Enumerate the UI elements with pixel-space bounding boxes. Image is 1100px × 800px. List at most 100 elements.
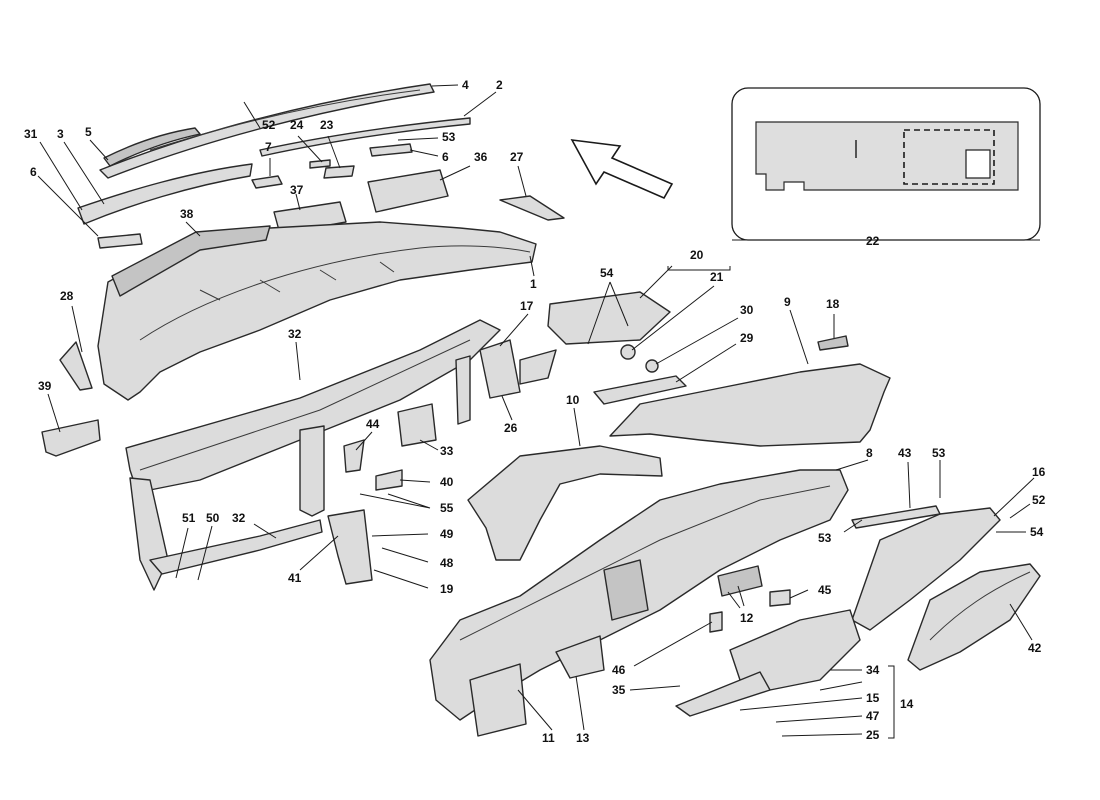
callout-39: 39 [38,379,52,393]
cover-part-20 [547,291,671,345]
speaker-cover-part-23 [323,165,355,179]
callout-44: 44 [366,417,380,431]
callout-19: 19 [440,582,454,596]
callout-17: 17 [520,299,534,313]
bracket-part-11 [469,663,527,737]
panel-part-16 [851,507,1001,631]
callout-45: 45 [818,583,832,597]
callout-41: 41 [288,571,302,585]
bracket-part-41-19 [327,509,373,585]
callout-52-right: 52 [1032,493,1046,507]
callout-53-lower: 53 [818,531,832,545]
callout-16: 16 [1032,465,1046,479]
bracket-part-17 [479,339,557,399]
speaker-part-24 [309,159,331,169]
callout-7: 7 [265,140,272,154]
pad-part-9 [609,363,891,447]
callout-53-top: 53 [442,130,456,144]
callout-14: 14 [900,697,914,711]
callout-33: 33 [440,444,454,458]
callout-11: 11 [542,731,555,745]
dashboard-upper-panel-part-1 [97,221,537,401]
callout-36: 36 [474,150,488,164]
callout-8: 8 [866,446,873,460]
callout-54-right: 54 [1030,525,1044,539]
callout-20: 20 [690,248,704,262]
bracket-part-6-right [369,143,413,157]
callout-35: 35 [612,683,626,697]
bracket-part-39 [41,419,101,457]
bracket-part-35 [675,671,771,717]
clip-part-46 [709,611,723,633]
callout-55: 55 [440,501,454,515]
callout-47: 47 [866,709,880,723]
side-cover-part-28 [59,341,93,391]
callout-37: 37 [290,183,304,197]
vent-part-29 [593,375,687,405]
callout-22: 22 [866,234,880,248]
callout-2: 2 [496,78,503,92]
knob-part-21 [620,344,636,360]
callout-50: 50 [206,511,220,525]
leader-lines [37,84,1040,739]
bracket-part-6-left [97,233,143,249]
lid-part-42 [907,563,1041,671]
callout-6-left: 6 [30,165,37,179]
callout-38: 38 [180,207,194,221]
callout-42: 42 [1028,641,1042,655]
callout-32-top: 32 [288,327,302,341]
callout-26: 26 [504,421,518,435]
callout-49: 49 [440,527,454,541]
callout-labels: 4 2 31 3 5 6 52 24 23 7 53 6 36 27 37 38… [24,78,1046,745]
callout-23: 23 [320,118,334,132]
cover-part-10 [467,445,663,561]
defroster-strip-part-4 [99,83,435,179]
callout-6-right: 6 [442,150,449,164]
callout-18: 18 [826,297,840,311]
bracket-part-33 [397,403,437,447]
cross-beam-frame [125,319,501,591]
clip-part-7 [251,175,283,189]
callout-5: 5 [85,125,92,139]
bracket-part-27 [499,195,565,221]
inset-part-22 [731,87,1041,241]
callout-53-right: 53 [932,446,946,460]
callout-32-bottom: 32 [232,511,246,525]
callout-29: 29 [740,331,754,345]
callout-24: 24 [290,118,304,132]
duct-part-13 [555,635,605,679]
callout-12: 12 [740,611,754,625]
callout-52-top: 52 [262,118,276,132]
callout-30: 30 [740,303,754,317]
clip-part-40 [375,469,403,491]
vent-grille-part-5 [103,127,201,167]
callout-1: 1 [530,277,537,291]
callout-4: 4 [462,78,469,92]
callout-46: 46 [612,663,626,677]
callout-54-mid: 54 [600,266,614,280]
callout-15: 15 [866,691,880,705]
callout-48: 48 [440,556,454,570]
callout-43: 43 [898,446,912,460]
callout-40: 40 [440,475,454,489]
callout-3: 3 [57,127,64,141]
direction-arrow [570,139,674,200]
callout-34: 34 [866,663,880,677]
callout-10: 10 [566,393,580,407]
cover-part-37 [273,201,347,235]
bracket-part-44 [343,439,365,473]
callout-27: 27 [510,150,524,164]
panel-strip-part-3-31 [77,163,253,225]
callout-51: 51 [182,511,196,525]
callout-25: 25 [866,728,880,742]
duct-part-36 [367,169,449,213]
knob-part-30 [645,359,659,373]
callout-28: 28 [60,289,74,303]
callout-21: 21 [710,270,724,284]
clip-part-45 [769,589,791,607]
clip-part-18 [817,335,849,351]
callout-31: 31 [24,127,38,141]
trim-strip-part-2 [259,117,471,157]
callout-9: 9 [784,295,791,309]
